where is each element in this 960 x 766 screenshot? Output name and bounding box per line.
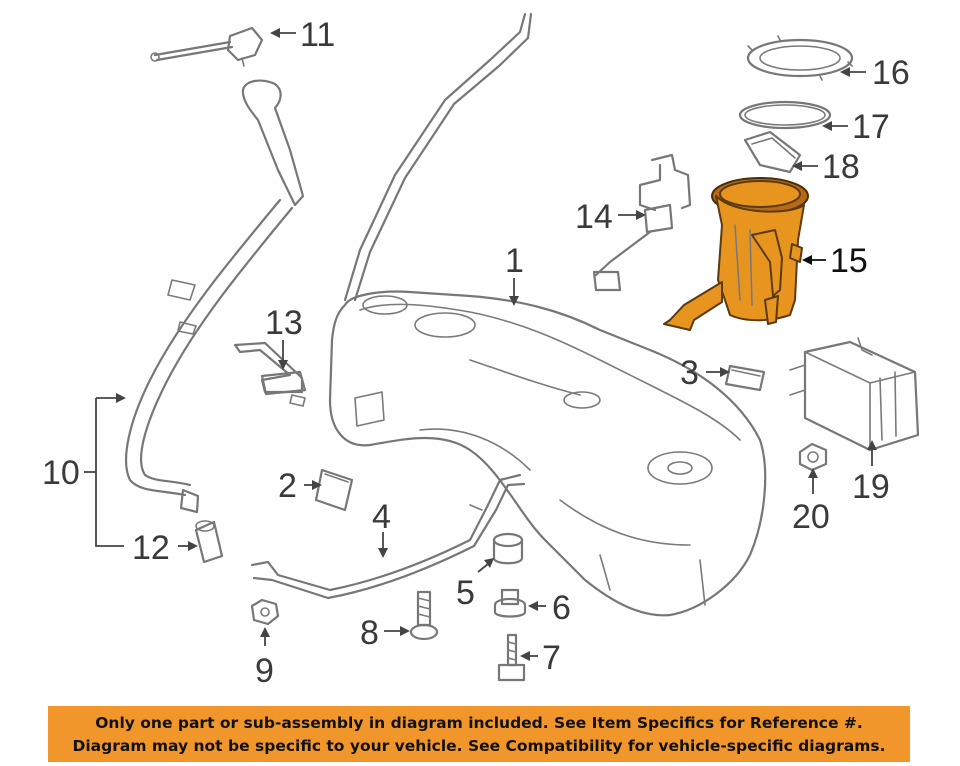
- part-19-control-module: [789, 337, 920, 452]
- callout-16: 16: [872, 54, 910, 92]
- callout-1: 1: [505, 242, 524, 280]
- callout-12: 12: [132, 529, 170, 567]
- callout-20: 20: [792, 498, 830, 536]
- disclaimer-banner: Only one part or sub-assembly in diagram…: [48, 706, 910, 762]
- part-1-fuel-tank: [328, 12, 767, 617]
- callout-17: 17: [852, 108, 890, 146]
- callout-14: 14: [575, 198, 613, 236]
- callout-13: 13: [265, 304, 303, 342]
- part-13-bracket-sensor: [233, 341, 307, 407]
- part-15-fuel-pump-module: [663, 177, 809, 331]
- callout-4: 4: [372, 498, 391, 536]
- part-20-nut: [798, 442, 828, 472]
- part-11-filler-cap-sensor: [150, 26, 264, 67]
- leader-lines: [84, 28, 877, 661]
- callout-11: 11: [300, 16, 335, 54]
- part-18-flange: [743, 130, 802, 174]
- part-9-nut: [250, 598, 280, 626]
- callout-18: 18: [822, 148, 860, 186]
- part-3-pad: [724, 364, 766, 392]
- callout-8: 8: [360, 614, 379, 652]
- part-7-bolt: [497, 633, 526, 682]
- callout-labels: 1 2 3 4 5 6 7 8 9 10 11 12 13 14 15 16 1…: [42, 16, 910, 690]
- part-16-lock-ring: [746, 35, 854, 81]
- disclaimer-line-2: Diagram may not be specific to your vehi…: [72, 737, 886, 755]
- callout-15: 15: [830, 242, 868, 280]
- part-14-fuel-level-sender: [592, 153, 692, 292]
- part-12-grommet: [194, 520, 224, 564]
- part-10-filler-neck: [124, 79, 305, 514]
- callout-5: 5: [456, 574, 475, 612]
- part-5-bushing: [492, 532, 524, 565]
- callout-19: 19: [852, 468, 890, 506]
- callout-7: 7: [542, 639, 561, 677]
- callout-10: 10: [42, 454, 80, 492]
- part-4-tank-strap: [250, 473, 526, 600]
- callout-9: 9: [255, 652, 274, 690]
- callout-2: 2: [278, 467, 297, 505]
- callout-3: 3: [680, 354, 699, 392]
- disclaimer-line-1: Only one part or sub-assembly in diagram…: [95, 714, 863, 732]
- callout-6: 6: [552, 589, 571, 627]
- part-8-bolt: [409, 590, 439, 641]
- part-17-seal: [738, 100, 832, 130]
- part-2-pad: [314, 468, 354, 512]
- part-6-nut: [493, 588, 527, 618]
